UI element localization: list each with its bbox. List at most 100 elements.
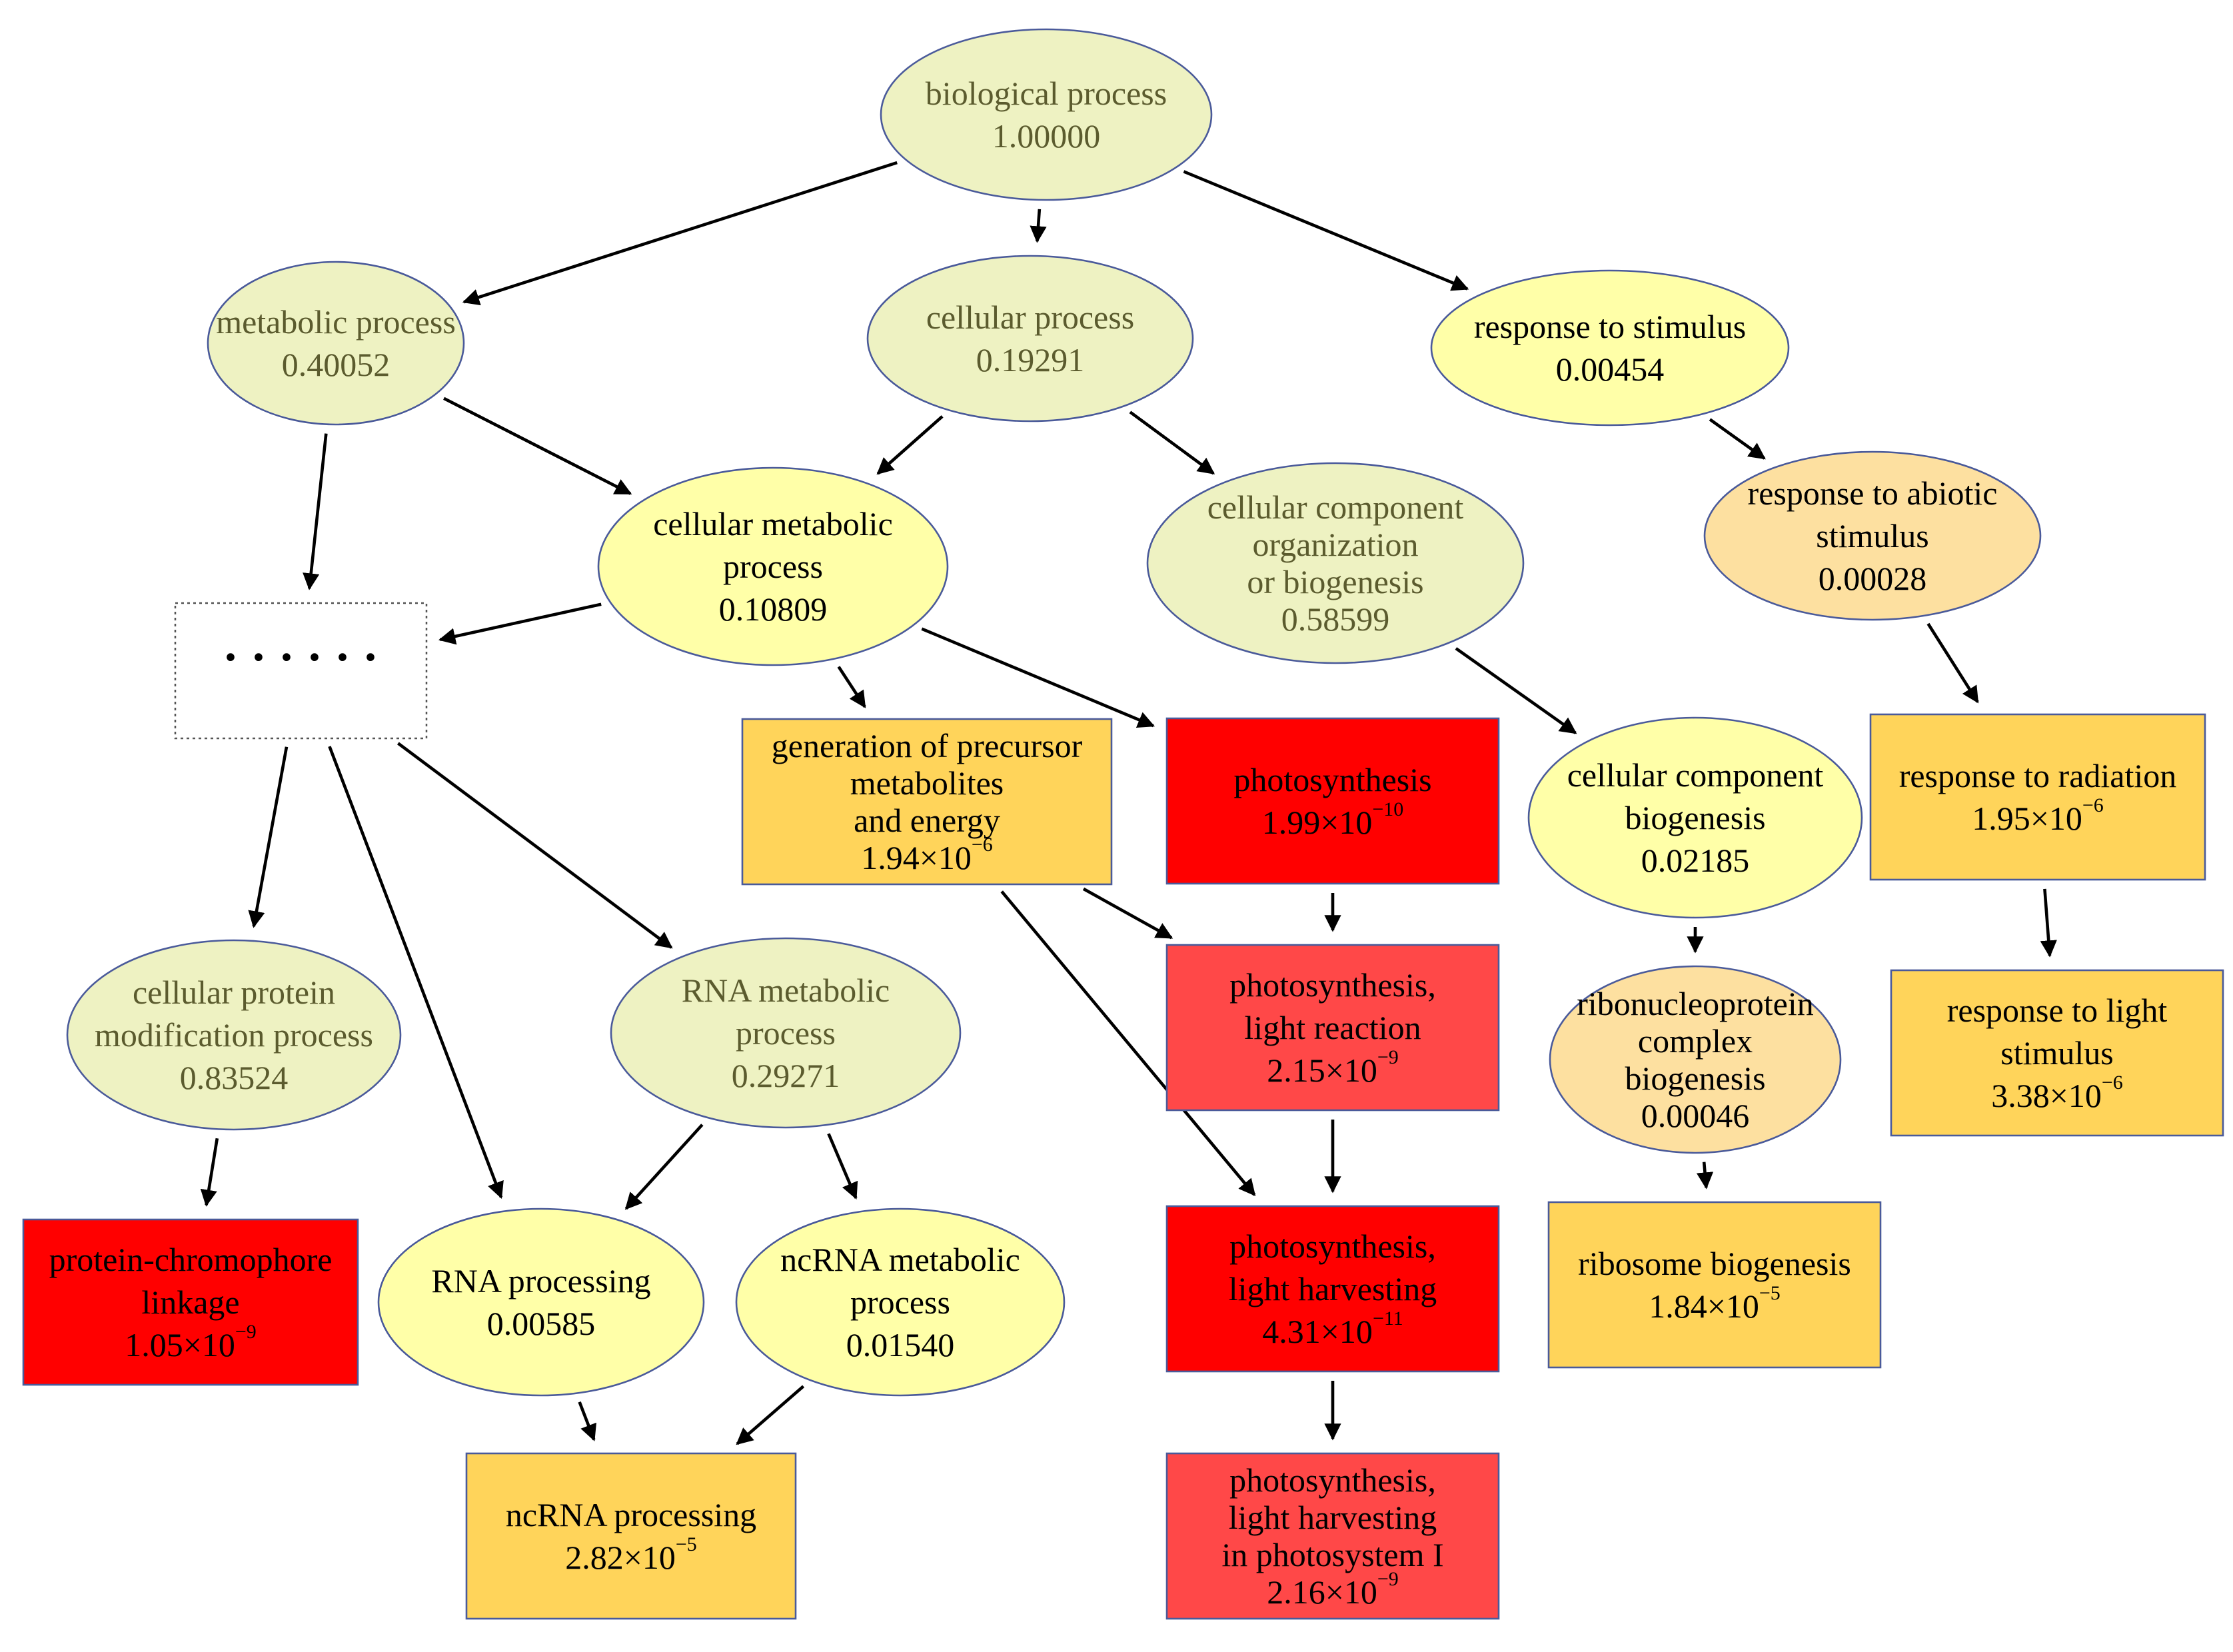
node-harvest: photosynthesis, light harvesting4.31×10−1… [1165,1205,1500,1373]
node-chromo-label: linkage [141,1283,239,1321]
node-rnameta-shape [610,937,962,1129]
pvalue-mantissa: 1.94 [861,839,920,876]
placeholder-node: · · · · · · [174,602,428,740]
node-chromo-pvalue: 1.05×10−9 [125,1321,257,1364]
node-lightreact-label: photosynthesis, [1229,966,1436,1004]
pvalue-mantissa: 2.15 [1267,1052,1325,1089]
edge-cpmod-to-chromo [200,1138,219,1207]
pvalue-mantissa: 2.16 [1267,1573,1325,1611]
node-photo-pvalue: 1.99×10−10 [1262,798,1404,842]
node-harvest-label: light harvesting [1229,1270,1437,1307]
node-ribonuc-label: complex [1638,1022,1753,1060]
node-metabolic-shape [207,261,465,426]
edge-cellular-to-ccorg [1129,411,1215,475]
node-ncproc-shape [465,1452,797,1620]
edges-layer [200,161,2057,1445]
node-lightstim-pvalue: 3.38×10−6 [1991,1072,2123,1115]
node-metabolic-label: 0.40052 [282,346,390,383]
edge-placeholder-to-rnaproc [328,746,504,1200]
pvalue-exponent: −6 [2082,794,2104,816]
node-psI-label: in photosystem I [1221,1536,1443,1573]
node-ribonuc-label: ribonucleoprotein [1577,985,1813,1022]
node-response-label: response to stimulus [1474,308,1746,345]
node-ncmeta-label: 0.01540 [846,1326,955,1363]
pvalue-base: ×10 [1320,804,1372,841]
placeholder-ellipsis: · · · · · · [223,630,378,684]
node-rnameta-label: process [736,1014,836,1052]
edge-biological-to-response [1183,170,1469,291]
edge-radiation-to-lightstim [2040,888,2057,958]
edge-genprec-to-lightreact [1082,887,1173,940]
node-cellular-label: cellular process [926,299,1134,336]
node-radiation-label: response to radiation [1899,757,2177,794]
node-ribonuc-label: biogenesis [1625,1060,1765,1097]
node-rnameta-label: 0.29271 [732,1057,840,1094]
pvalue-base: ×10 [624,1539,676,1576]
node-harvest-shape [1165,1205,1500,1373]
node-psI-pvalue: 2.16×10−9 [1267,1568,1399,1611]
pvalue-exponent: −10 [1372,798,1403,820]
pvalue-mantissa: 1.95 [1972,800,2030,837]
placeholder-box [174,602,428,740]
pvalue-exponent: −9 [1377,1568,1399,1590]
edge-biological-to-cellular [1030,209,1047,243]
node-genprec-label: metabolites [850,764,1004,802]
node-response-shape [1430,269,1790,426]
node-cpmod-label: modification process [95,1016,373,1054]
edge-metabolic-to-cellmeta [443,397,632,495]
node-genprec-pvalue: 1.94×10−6 [861,834,993,877]
node-cpmod-shape [66,939,402,1131]
edge-metabolic-to-placeholder [303,433,328,590]
node-ncmeta-label: process [850,1283,950,1321]
edge-abiotic-to-radiation [1926,622,1979,704]
node-photo-label: photosynthesis [1233,761,1431,798]
node-response: response to stimulus 0.00454 [1430,269,1790,426]
node-lightreact-shape [1165,944,1500,1112]
pvalue-exponent: −9 [235,1321,257,1343]
pvalue-mantissa: 4.31 [1262,1313,1321,1350]
node-ncproc-label: ncRNA processing [506,1496,756,1533]
node-chromo-label: protein-chromophore [49,1241,333,1278]
pvalue-exponent: −9 [1377,1046,1399,1068]
node-ccbio-shape [1527,716,1863,919]
node-ccbio-label: cellular component [1567,756,1824,794]
node-genprec-label: and energy [854,802,1000,839]
pvalue-base: ×10 [183,1326,235,1363]
pvalue-exponent: −5 [676,1533,697,1555]
node-abiotic-label: response to abiotic [1748,474,1998,512]
node-cellular-shape [866,255,1194,422]
pvalue-mantissa: 2.82 [565,1539,624,1576]
node-ncmeta-label: ncRNA metabolic [780,1241,1020,1278]
node-ribosome-shape [1547,1201,1882,1369]
node-ccbio-label: 0.02185 [1641,842,1750,879]
node-ccorg-label: or biogenesis [1247,563,1423,600]
node-ribonuc-shape [1549,965,1842,1154]
edge-cellmeta-to-placeholder [438,602,602,645]
pvalue-exponent: −6 [972,834,993,856]
node-abiotic-label: stimulus [1816,517,1928,554]
pvalue-mantissa: 1.99 [1262,804,1321,841]
node-cpmod-label: 0.83524 [180,1059,289,1096]
edge-rnaproc-to-ncproc [578,1401,597,1441]
node-harvest-pvalue: 4.31×10−11 [1262,1307,1403,1351]
node-abiotic-shape [1703,450,2042,621]
node-ccorg-label: organization [1253,526,1419,563]
node-lightreact-label: light reaction [1244,1009,1421,1046]
node-ccorg-label: 0.58599 [1281,600,1390,638]
node-response-label: 0.00454 [1556,351,1665,388]
pvalue-mantissa: 1.05 [125,1326,183,1363]
node-harvest-label: photosynthesis, [1229,1228,1436,1265]
node-ribonuc-label: 0.00046 [1641,1097,1750,1134]
node-psI-label: photosynthesis, [1229,1461,1436,1499]
node-psI-label: light harvesting [1229,1499,1437,1536]
node-lightstim-label: stimulus [2000,1034,2113,1072]
